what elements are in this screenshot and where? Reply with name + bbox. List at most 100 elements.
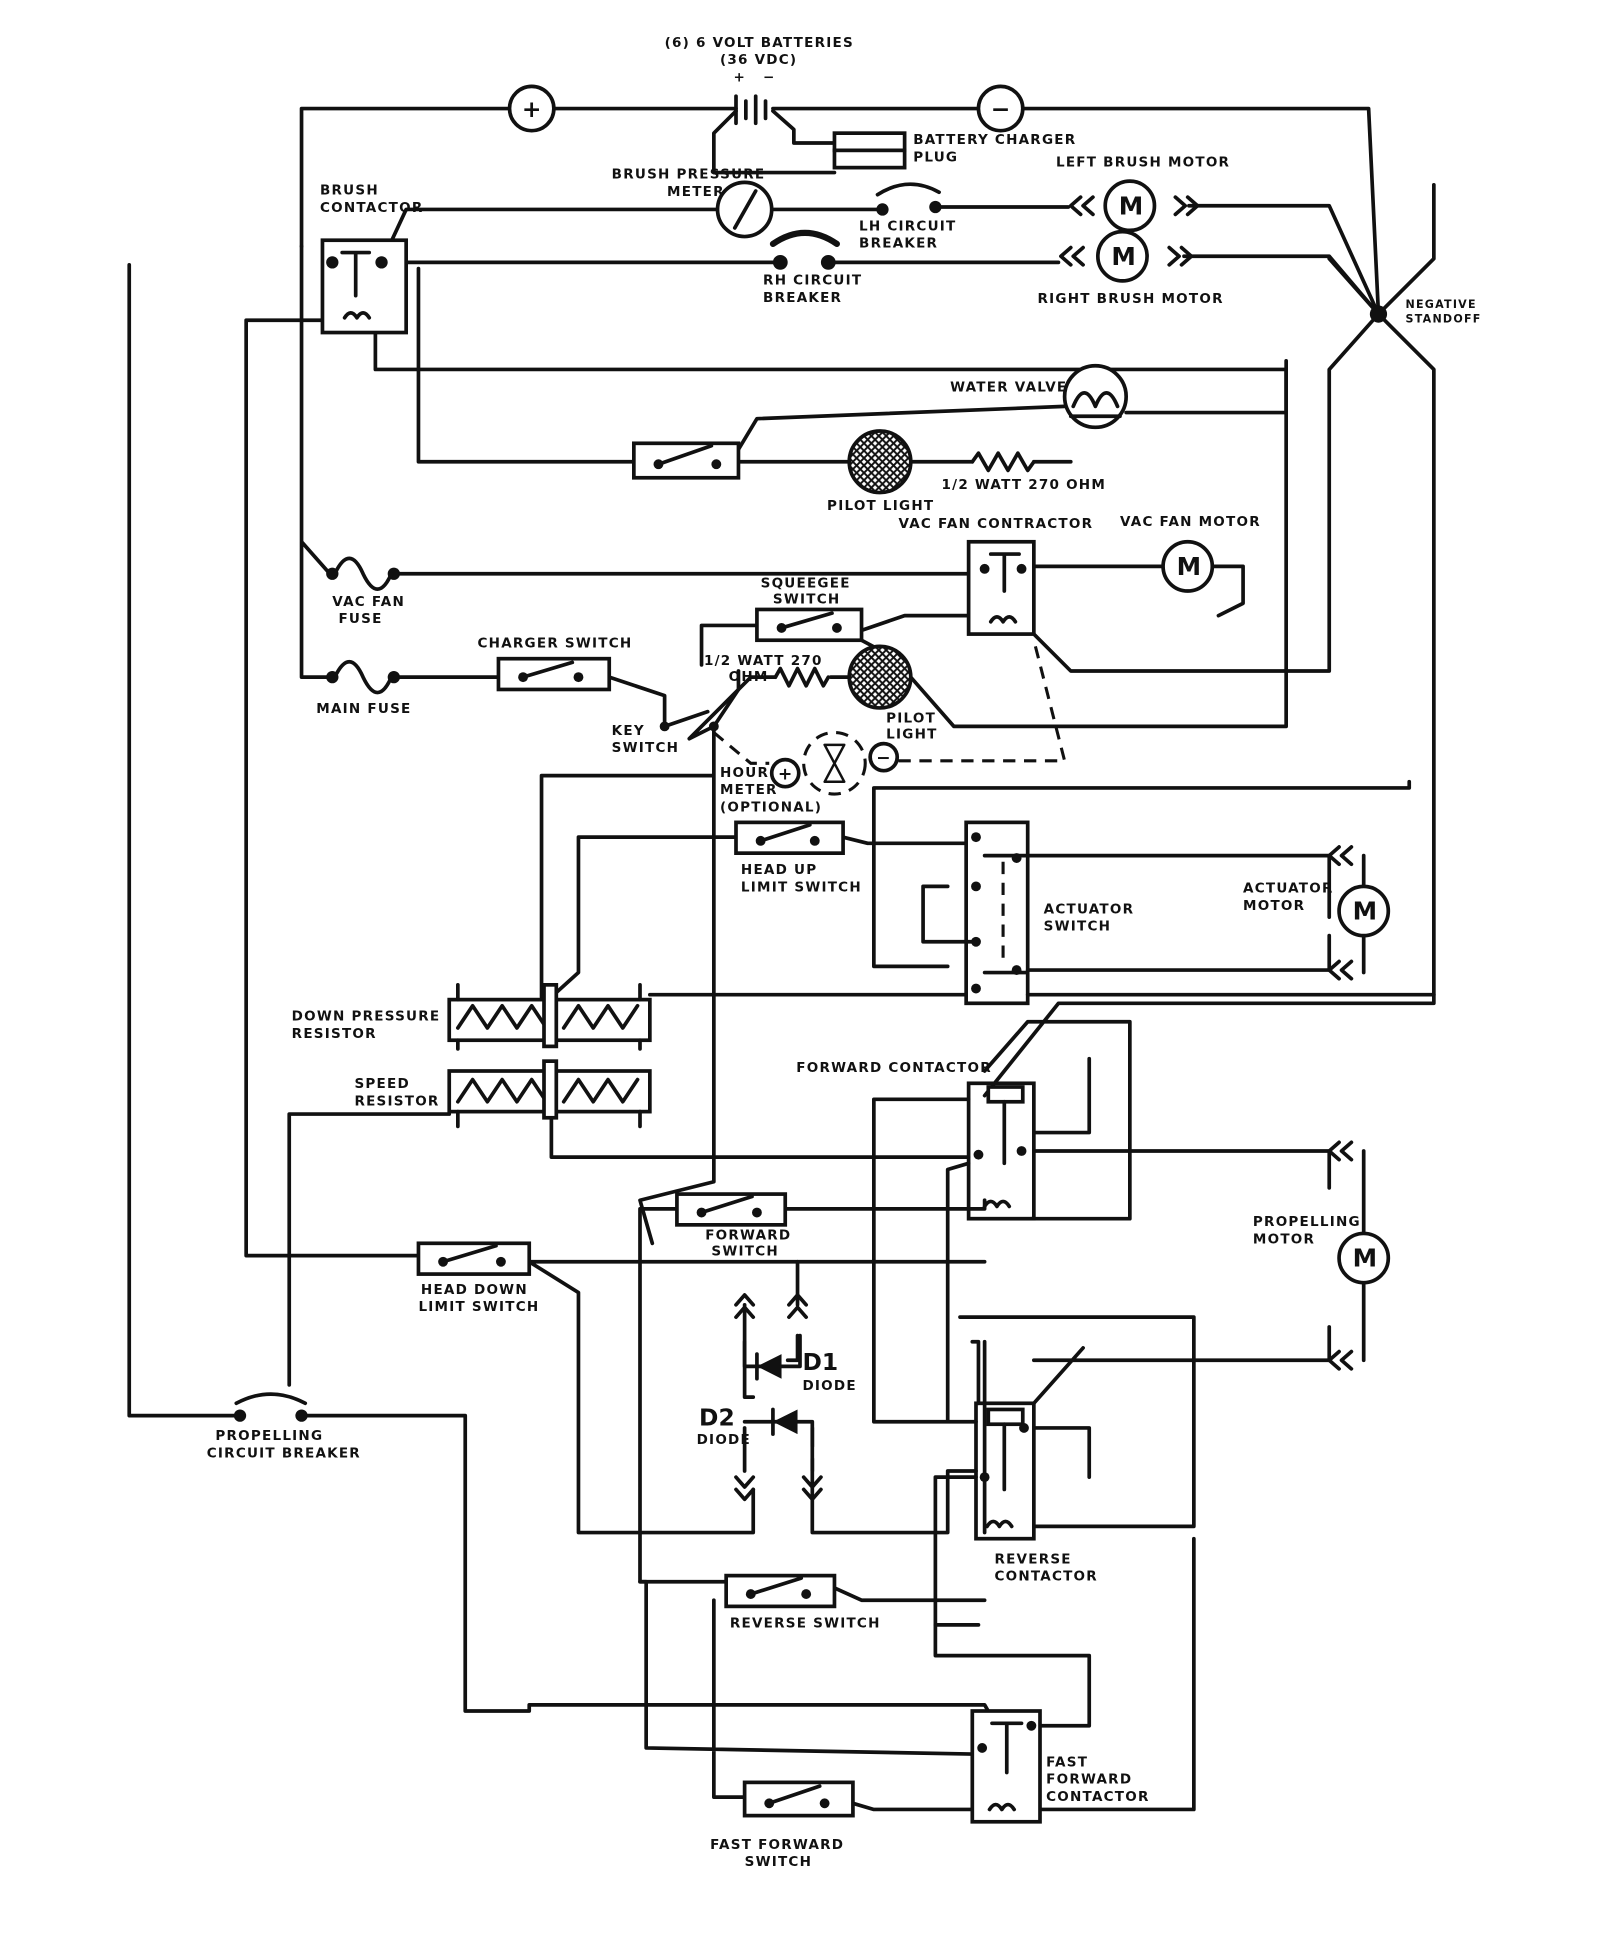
- svg-text:RESISTOR: RESISTOR: [354, 1093, 439, 1109]
- svg-text:−: −: [991, 95, 1011, 123]
- svg-text:VAC FAN MOTOR: VAC FAN MOTOR: [1120, 514, 1261, 530]
- svg-text:(6) 6 VOLT BATTERIES: (6) 6 VOLT BATTERIES: [665, 35, 854, 51]
- svg-text:M: M: [1177, 552, 1202, 581]
- svg-text:METER: METER: [667, 184, 725, 200]
- fast-forward-contactor: FAST FORWARD CONTACTOR: [970, 1709, 1149, 1824]
- svg-text:NEGATIVE: NEGATIVE: [1406, 298, 1477, 311]
- vac-fan-motor: M VAC FAN MOTOR: [1120, 514, 1261, 593]
- svg-text:DOWN PRESSURE: DOWN PRESSURE: [292, 1009, 441, 1025]
- water-valve: WATER VALVE: [950, 363, 1128, 430]
- diode-d1: D1 DIODE: [734, 1293, 856, 1394]
- svg-text:RIGHT BRUSH MOTOR: RIGHT BRUSH MOTOR: [1038, 291, 1224, 307]
- svg-text:RH CIRCUIT: RH CIRCUIT: [763, 273, 862, 289]
- forward-switch: FORWARD SWITCH: [675, 1192, 791, 1260]
- svg-text:FORWARD: FORWARD: [705, 1228, 791, 1244]
- left-brush-motor: M LEFT BRUSH MOTOR: [1056, 154, 1230, 233]
- svg-text:CIRCUIT BREAKER: CIRCUIT BREAKER: [207, 1445, 361, 1461]
- svg-text:PROPELLING: PROPELLING: [1253, 1214, 1361, 1230]
- svg-text:LIGHT: LIGHT: [886, 727, 937, 743]
- main-fuse: MAIN FUSE: [316, 659, 410, 717]
- svg-text:M: M: [1119, 191, 1144, 220]
- pilot-light-1: PILOT LIGHT: [827, 429, 934, 514]
- vac-fan-contactor: VAC FAN CONTRACTOR: [898, 516, 1093, 636]
- svg-text:MOTOR: MOTOR: [1253, 1231, 1315, 1247]
- head-up-limit-switch: HEAD UP LIMIT SWITCH: [734, 820, 862, 895]
- svg-text:HEAD UP: HEAD UP: [741, 862, 817, 878]
- svg-text:BATTERY CHARGER: BATTERY CHARGER: [913, 132, 1076, 148]
- svg-text:M: M: [1353, 897, 1378, 926]
- svg-text:−: −: [876, 748, 892, 768]
- propelling-motor: M PROPELLING MOTOR: [1253, 1140, 1391, 1371]
- actuator-motor: M ACTUATOR MOTOR: [1243, 845, 1391, 981]
- svg-text:HEAD DOWN: HEAD DOWN: [421, 1282, 528, 1298]
- squeegee-switch: SQUEEGEE SWITCH: [755, 575, 864, 643]
- propelling-circuit-breaker: PROPELLING CIRCUIT BREAKER: [207, 1392, 361, 1461]
- svg-text:M: M: [1111, 242, 1136, 271]
- svg-text:CONTACTOR: CONTACTOR: [1046, 1789, 1149, 1805]
- svg-text:−: −: [763, 69, 776, 85]
- vac-fan-fuse: VAC FAN FUSE: [326, 556, 405, 627]
- negative-standoff: NEGATIVE STANDOFF: [1369, 298, 1482, 326]
- svg-text:DIODE: DIODE: [697, 1432, 751, 1448]
- svg-text:+: +: [778, 764, 794, 784]
- svg-text:+: +: [734, 69, 747, 85]
- svg-text:LEFT BRUSH MOTOR: LEFT BRUSH MOTOR: [1056, 154, 1230, 170]
- resistor-270-ohm-1: 1/2 WATT 270 OHM: [942, 451, 1106, 493]
- svg-text:SWITCH: SWITCH: [711, 1244, 779, 1260]
- key-switch: KEY SWITCH: [612, 709, 719, 756]
- svg-text:FORWARD: FORWARD: [1046, 1772, 1132, 1788]
- svg-text:KEY: KEY: [612, 723, 645, 739]
- svg-text:RESISTOR: RESISTOR: [292, 1026, 377, 1042]
- brush-contactor: BRUSH CONTACTOR: [320, 183, 422, 335]
- svg-text:LH CIRCUIT: LH CIRCUIT: [859, 218, 956, 234]
- svg-text:FORWARD CONTACTOR: FORWARD CONTACTOR: [796, 1060, 992, 1076]
- head-down-limit-switch: HEAD DOWN LIMIT SWITCH: [416, 1241, 538, 1315]
- down-pressure-resistor: DOWN PRESSURE RESISTOR: [292, 983, 652, 1051]
- svg-text:FAST FORWARD: FAST FORWARD: [710, 1837, 844, 1853]
- resistor-270-ohm-2: 1/2 WATT 270 OHM: [704, 653, 831, 688]
- wires: [127, 106, 1436, 1812]
- svg-text:SWITCH: SWITCH: [773, 591, 841, 607]
- svg-text:FAST: FAST: [1046, 1754, 1088, 1770]
- forward-contactor: FORWARD CONTACTOR: [796, 1060, 1036, 1221]
- reverse-switch: REVERSE SWITCH: [724, 1573, 881, 1631]
- svg-text:PROPELLING: PROPELLING: [215, 1428, 323, 1444]
- svg-text:1/2 WATT 270: 1/2 WATT 270: [704, 653, 823, 669]
- svg-text:REVERSE SWITCH: REVERSE SWITCH: [730, 1615, 881, 1631]
- svg-text:PLUG: PLUG: [913, 149, 958, 165]
- svg-text:STANDOFF: STANDOFF: [1406, 313, 1482, 326]
- svg-text:METER: METER: [720, 782, 778, 798]
- svg-text:FUSE: FUSE: [338, 611, 382, 627]
- diode-d2: D2 DIODE: [697, 1403, 823, 1502]
- svg-text:1/2 WATT 270 OHM: 1/2 WATT 270 OHM: [942, 477, 1106, 493]
- svg-text:PILOT: PILOT: [886, 711, 936, 727]
- charger-switch: CHARGER SWITCH: [478, 636, 633, 692]
- svg-text:+: +: [522, 95, 542, 123]
- svg-text:(OPTIONAL): (OPTIONAL): [720, 799, 822, 815]
- svg-text:ACTUATOR: ACTUATOR: [1243, 881, 1334, 897]
- negative-terminal: −: [976, 84, 1025, 133]
- svg-text:PILOT LIGHT: PILOT LIGHT: [827, 498, 934, 514]
- fast-forward-switch: FAST FORWARD SWITCH: [710, 1780, 855, 1870]
- svg-text:ACTUATOR: ACTUATOR: [1044, 901, 1135, 917]
- svg-text:SPEED: SPEED: [354, 1076, 409, 1092]
- speed-resistor: SPEED RESISTOR: [354, 1059, 652, 1129]
- svg-text:REVERSE: REVERSE: [994, 1551, 1071, 1567]
- lh-circuit-breaker: LH CIRCUIT BREAKER: [859, 182, 956, 252]
- svg-text:WATER VALVE: WATER VALVE: [950, 380, 1067, 396]
- svg-text:SWITCH: SWITCH: [745, 1854, 813, 1870]
- svg-text:VAC FAN CONTRACTOR: VAC FAN CONTRACTOR: [898, 516, 1093, 532]
- svg-text:SQUEEGEE: SQUEEGEE: [761, 575, 851, 591]
- svg-text:VAC FAN: VAC FAN: [332, 594, 405, 610]
- actuator-switch: ACTUATOR SWITCH: [964, 820, 1135, 1006]
- svg-text:CHARGER SWITCH: CHARGER SWITCH: [478, 636, 633, 652]
- svg-text:MOTOR: MOTOR: [1243, 898, 1305, 914]
- positive-terminal: +: [507, 84, 556, 133]
- svg-text:OHM: OHM: [729, 669, 769, 685]
- svg-text:D1: D1: [802, 1348, 838, 1376]
- reverse-contactor: REVERSE CONTACTOR: [974, 1401, 1097, 1585]
- hour-meter: + − HOUR METER (OPTIONAL): [712, 639, 1067, 815]
- svg-text:LIMIT SWITCH: LIMIT SWITCH: [741, 879, 862, 895]
- svg-text:CONTACTOR: CONTACTOR: [994, 1569, 1097, 1585]
